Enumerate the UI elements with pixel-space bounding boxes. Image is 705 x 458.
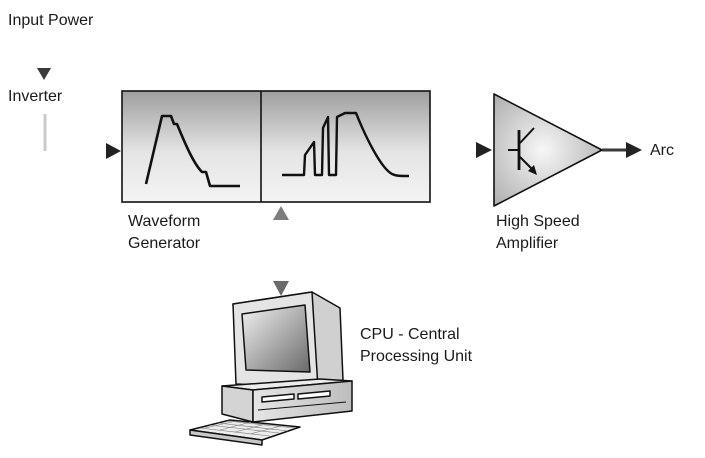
input-power-label: Input Power <box>8 12 94 29</box>
inverter-label: Inverter <box>8 88 63 105</box>
transistor-icon <box>508 127 537 175</box>
high-speed-label-line2: Amplifier <box>496 235 559 252</box>
computer-icon <box>189 291 353 446</box>
waveform-generator-label-line2: Generator <box>128 235 201 252</box>
waveform-pulse-right <box>282 111 410 178</box>
keyboard-keys <box>199 420 296 437</box>
amplifier-to-arc-arrow <box>602 142 642 158</box>
waveform-pulse-left <box>144 114 240 188</box>
cpu-label-line2: Processing Unit <box>360 348 473 365</box>
input-to-inverter-arrow <box>37 42 51 80</box>
high-speed-amplifier <box>493 93 603 207</box>
cpu-generator-link <box>273 206 289 296</box>
waveform-generator-label-line1: Waveform <box>128 213 201 230</box>
inverter-to-generator-arrow <box>43 114 121 159</box>
high-speed-label-line1: High Speed <box>496 213 580 230</box>
arc-label: Arc <box>650 142 674 159</box>
waveform-generator-block <box>121 90 431 203</box>
cpu-label-line1: CPU - Central <box>360 326 460 343</box>
generator-to-amplifier-arrow <box>430 142 492 158</box>
